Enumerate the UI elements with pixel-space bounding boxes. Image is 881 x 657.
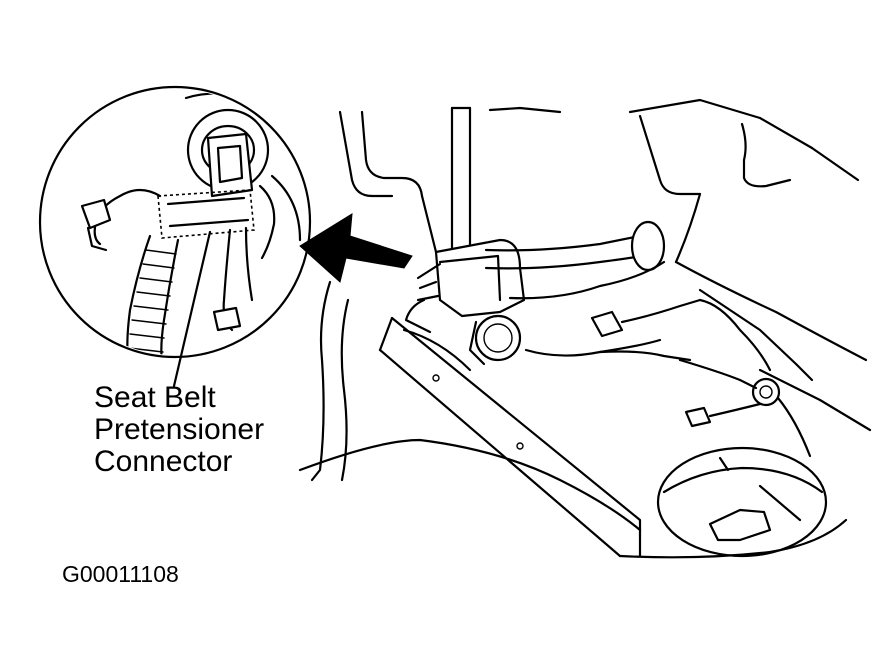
callout-line-3: Connector xyxy=(94,445,233,478)
callout-leader-line xyxy=(172,230,212,388)
connector-callout-label: Seat Belt Pretensioner Connector xyxy=(94,382,264,478)
seat-frame-illustration xyxy=(298,98,872,559)
callout-line-2: Pretensioner xyxy=(94,413,265,446)
figure-id: G00011108 xyxy=(62,561,179,587)
connector-detail-inset xyxy=(38,85,312,359)
direction-arrow xyxy=(299,213,413,283)
callout-line-1: Seat Belt xyxy=(94,381,216,414)
